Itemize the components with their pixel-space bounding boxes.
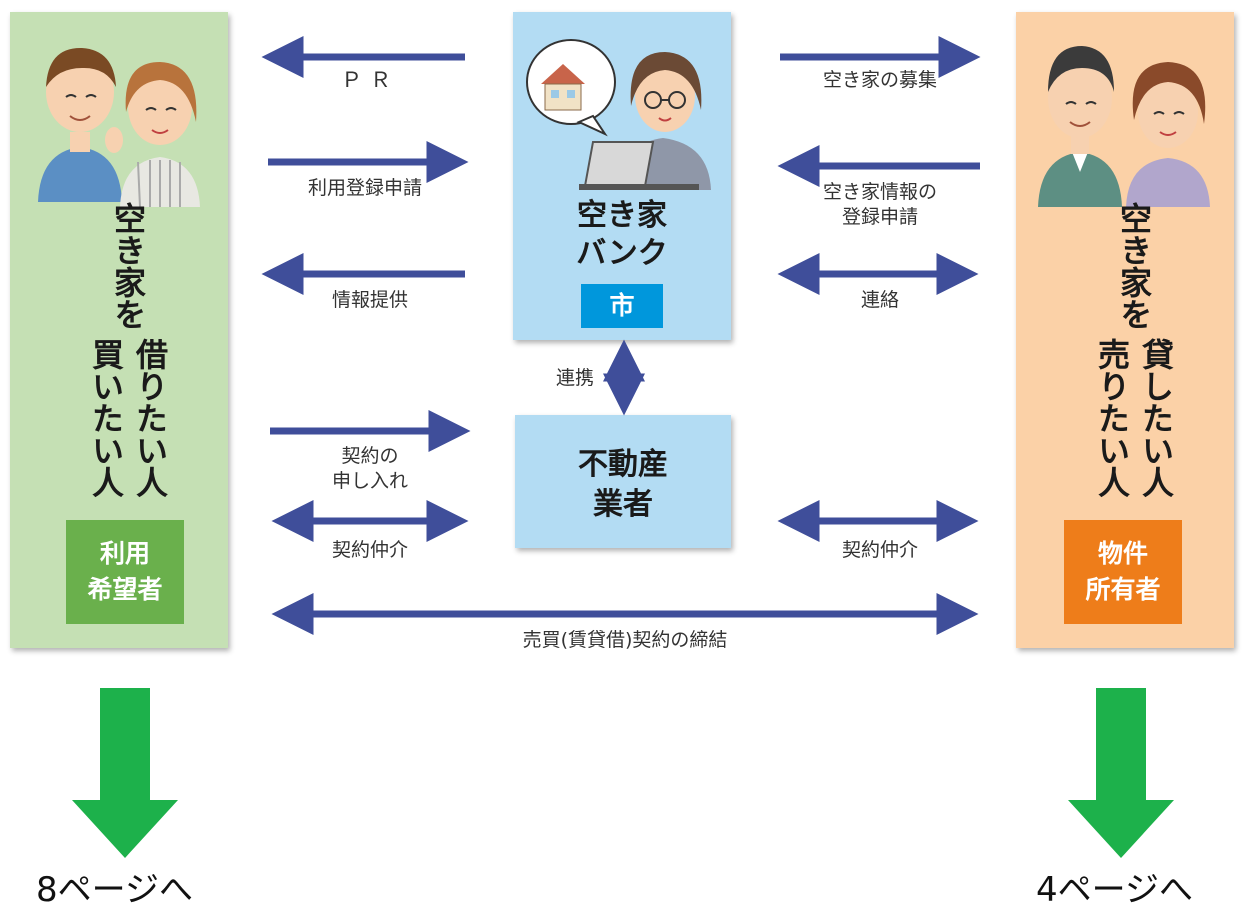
user-badge-line1: 利用	[99, 539, 150, 568]
bank-title-line2: バンク	[576, 236, 668, 271]
contact-label: 連絡	[860, 289, 899, 311]
owner-badge: 物件 所有者	[1064, 520, 1182, 624]
agent-title-line2: 業者	[593, 487, 653, 522]
left-down-arrow	[72, 688, 178, 858]
title-col-1: 貸したい人	[1137, 338, 1175, 498]
real-estate-agent: 不動産 業者	[515, 415, 731, 548]
vacant-recruit-label: 空き家の募集	[822, 69, 937, 91]
pr-label: ＰＲ	[341, 68, 399, 92]
couple-illustration	[38, 47, 200, 208]
conclusion-label: 売買(賃貸借)契約の締結	[522, 629, 728, 651]
vacant-info-label-1: 空き家情報の	[822, 181, 937, 203]
title-col-3: 買いたい人	[87, 338, 125, 498]
right-down-arrow	[1068, 688, 1174, 858]
owner-badge-line1: 物件	[1097, 539, 1148, 568]
bank-title-line1: 空き家	[577, 198, 667, 233]
left-page-link[interactable]: 8ページへ	[36, 870, 193, 910]
city-staff-illustration	[526, 39, 711, 190]
title-col-2: 空き家を	[109, 202, 147, 330]
user-badge-line2: 希望者	[87, 575, 163, 604]
user-panel: 利用 希望者 空き家を借りたい人買いたい人	[10, 12, 228, 648]
user-registration-label: 利用登録申請	[307, 177, 422, 199]
title-col-3: 売りたい人	[1093, 338, 1131, 498]
contract-offer-label-1: 契約の	[341, 445, 399, 467]
owner-badge-line2: 所有者	[1085, 575, 1161, 604]
city-badge: 市	[581, 284, 663, 328]
contract-offer-label-2: 申し入れ	[331, 470, 408, 492]
title-col-2: 空き家を	[1115, 202, 1153, 330]
user-badge: 利用 希望者	[66, 520, 184, 624]
agent-title-line1: 不動産	[578, 447, 668, 482]
info-provision-label: 情報提供	[331, 289, 408, 311]
cooperation-label: 連携	[555, 367, 594, 389]
vacant-house-bank: 空き家 バンク 市	[513, 12, 731, 340]
owner-panel: 物件 所有者 空き家を貸したい人売りたい人	[1016, 12, 1234, 648]
mediation-right-label: 契約仲介	[841, 539, 918, 561]
couple-illustration	[1038, 46, 1210, 207]
mediation-left-label: 契約仲介	[331, 539, 408, 561]
vacant-info-label-2: 登録申請	[841, 206, 918, 228]
right-page-link[interactable]: 4ページへ	[1036, 870, 1193, 910]
title-col-1: 借りたい人	[131, 338, 169, 498]
